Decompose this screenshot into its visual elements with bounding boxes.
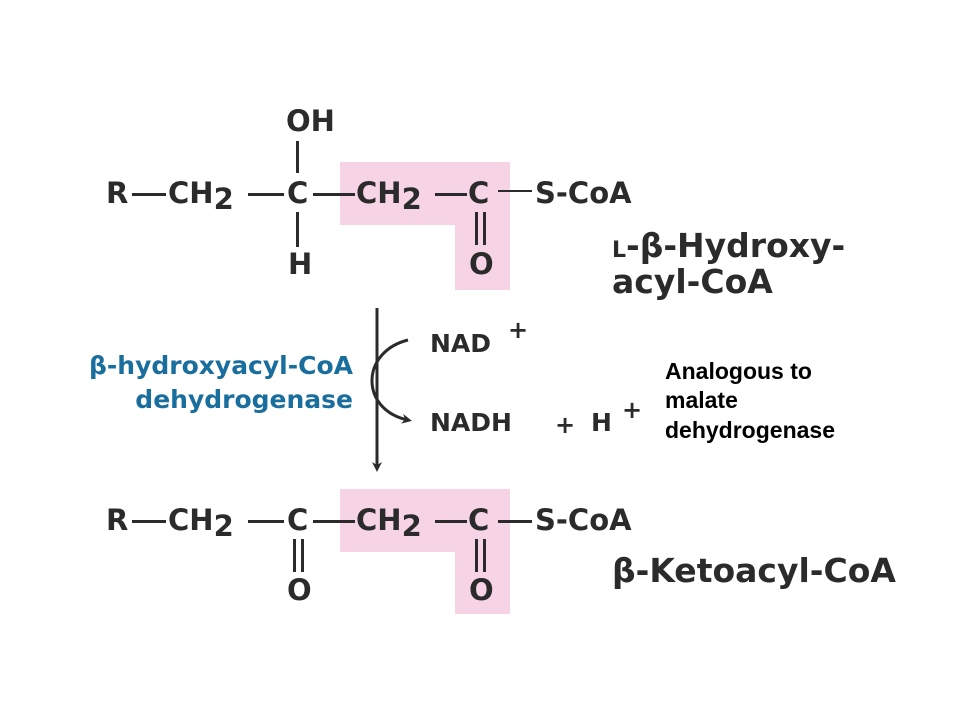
highlight-substrate-stem <box>455 225 510 290</box>
substrate-bond-c-ch2 <box>313 193 355 196</box>
substrate-bond-c-s <box>498 190 532 192</box>
enzyme-name-line2: dehydrogenase <box>135 384 353 414</box>
substrate-name-line1: -β-Hydroxy- <box>626 226 846 265</box>
product-atom-r: R <box>106 503 129 537</box>
highlight-product-top <box>340 489 510 552</box>
annotation-line1: Analogous to <box>665 358 812 384</box>
product-name: β-Ketoacyl-CoA <box>612 551 896 590</box>
annotation-line2: malate <box>665 387 738 414</box>
product-bond-ch2-carbonyl <box>435 520 467 523</box>
product-bond-r-ch2 <box>132 520 166 523</box>
product-atom-o-keto: O <box>287 573 312 607</box>
product-atom-c-carbonyl: C <box>468 503 490 537</box>
substrate-name-prefix: L <box>612 238 627 263</box>
cofactor-nadh: NADH <box>430 408 512 437</box>
product-bond-keto-double-1 <box>293 539 296 572</box>
substrate-bond-c-h <box>296 212 299 247</box>
cofactor-nad-charge: + <box>508 316 529 344</box>
product-atom-o-carbonyl: O <box>469 573 494 607</box>
substrate-atom-r: R <box>106 176 129 210</box>
cofactor-nad: NAD <box>430 329 492 358</box>
product-atom-c-keto: C <box>287 503 309 537</box>
product-bond-c-ch2 <box>313 520 355 523</box>
product-atom-ch2-b: CH2 <box>356 503 422 543</box>
product-bond-c-s <box>498 520 532 523</box>
product-bond-keto-double-2 <box>301 539 304 572</box>
annotation-note: Analogous to malate dehydrogenase <box>665 357 835 445</box>
substrate-name: L-β-Hydroxy- acyl-CoA <box>612 228 845 299</box>
substrate-atom-c-carbonyl: C <box>468 176 490 210</box>
cofactor-curved-arrow <box>370 338 412 424</box>
product-bond-carbonyl-double-2 <box>483 539 486 572</box>
cofactor-plus-sign: + <box>555 411 576 439</box>
substrate-bond-carbonyl-double-2 <box>483 212 486 245</box>
substrate-atom-ch2-b: CH2 <box>356 176 422 216</box>
substrate-atom-h: H <box>288 247 313 281</box>
highlight-product-stem <box>455 552 510 614</box>
enzyme-label: β-hydroxyacyl-CoA dehydrogenase <box>89 349 353 417</box>
substrate-atom-ch2-a: CH2 <box>168 176 234 216</box>
substrate-atom-s-coa: S-CoA <box>535 176 632 210</box>
product-atom-ch2-a: CH2 <box>168 503 234 543</box>
cofactor-h: H <box>591 408 612 437</box>
substrate-name-line2: acyl-CoA <box>612 261 773 301</box>
product-atom-s-coa: S-CoA <box>535 503 632 537</box>
substrate-atom-c-alpha: C <box>287 176 309 210</box>
highlight-substrate-top <box>340 162 510 225</box>
annotation-line3: dehydrogenase <box>665 416 835 443</box>
substrate-bond-r-ch2 <box>132 193 166 196</box>
substrate-bond-ch2-c <box>248 193 284 196</box>
substrate-bond-carbonyl-double-1 <box>475 212 478 245</box>
substrate-atom-o: O <box>469 247 494 281</box>
substrate-bond-ch2-carbonyl <box>435 193 467 196</box>
substrate-atom-oh: OH <box>286 104 335 138</box>
enzyme-name-line1: β-hydroxyacyl-CoA <box>89 351 353 380</box>
cofactor-h-charge: + <box>622 396 643 424</box>
product-bond-carbonyl-double-1 <box>475 539 478 572</box>
substrate-bond-c-oh <box>296 141 299 173</box>
product-bond-ch2-c <box>248 520 284 523</box>
